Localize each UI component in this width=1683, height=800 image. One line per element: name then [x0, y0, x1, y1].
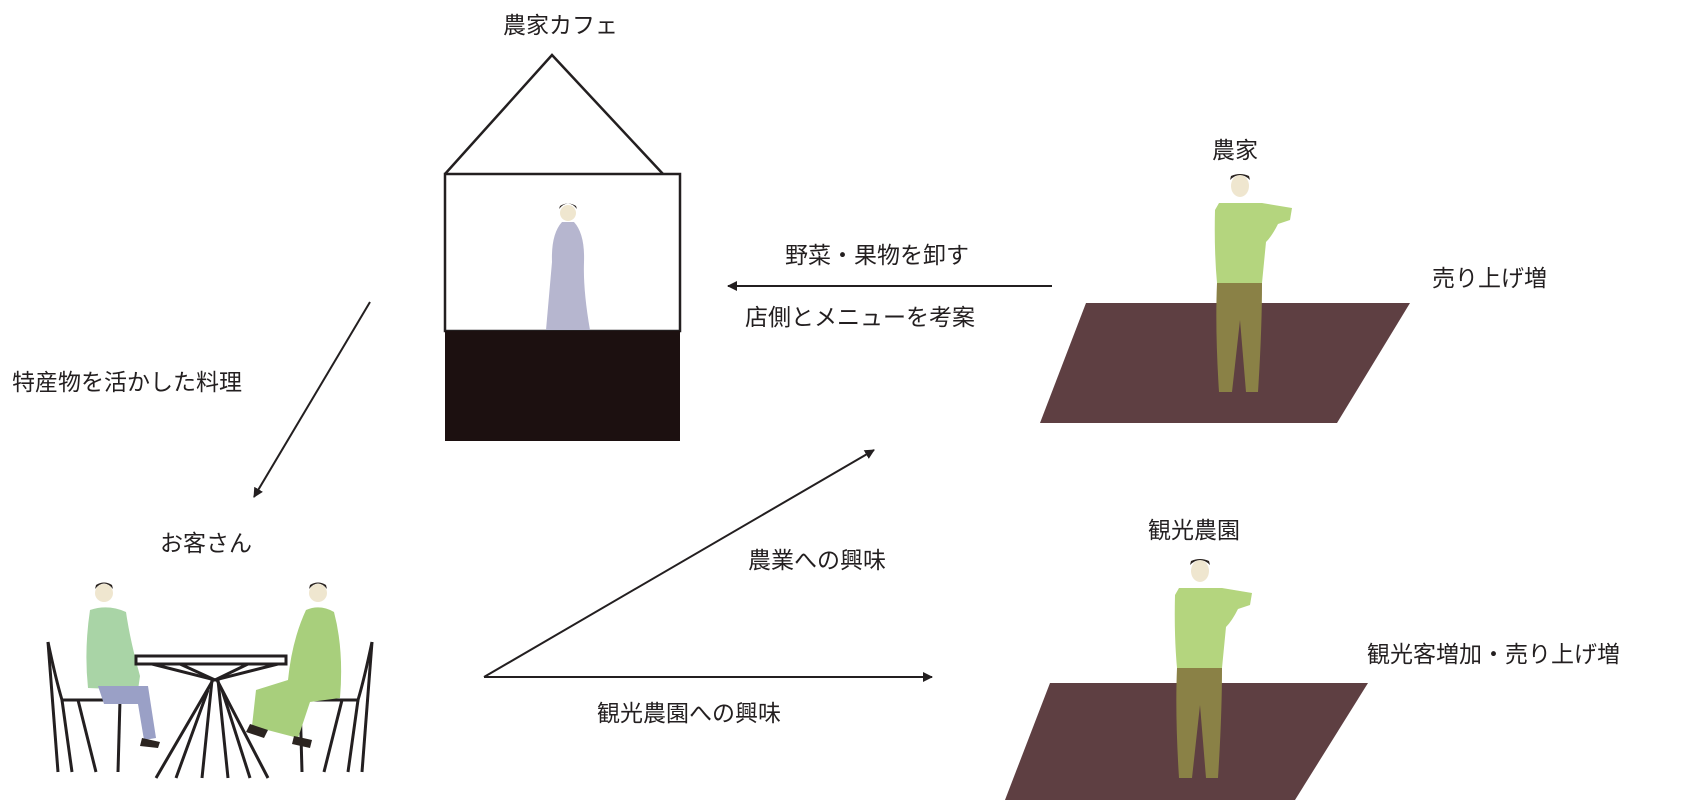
left-chair-icon	[46, 641, 122, 773]
farmer-label: 農家	[1212, 138, 1258, 164]
tourist-farm-sales-label: 観光客増加・売り上げ増	[1367, 642, 1620, 668]
table-icon	[134, 654, 288, 779]
right-customer-person-icon	[246, 582, 342, 748]
left-customer-person-icon	[86, 582, 160, 748]
right-chair-icon	[298, 641, 374, 773]
tourist-farm-person-icon	[1174, 559, 1252, 778]
customers-table-scene	[46, 582, 374, 779]
cafe-house-icon	[443, 53, 682, 441]
farm-interest-arrow	[483, 449, 875, 678]
dishes-label: 特産物を活かした料理	[12, 370, 242, 396]
cafe-staff-person-icon	[546, 203, 590, 330]
customers-label: お客さん	[160, 531, 252, 557]
tourist-farm-interest-label: 観光農園への興味	[597, 701, 781, 727]
farm-interest-label: 農業への興味	[748, 548, 886, 574]
farmer-person-icon	[1214, 174, 1292, 392]
farmer-sales-label: 売り上げ増	[1432, 266, 1547, 292]
tourist-farm-label: 観光農園	[1148, 518, 1240, 544]
wholesale-label: 野菜・果物を卸す	[785, 243, 969, 269]
dishes-arrow	[253, 301, 371, 498]
cafe-label: 農家カフェ	[503, 13, 618, 39]
menu-label: 店側とメニューを考案	[745, 305, 975, 331]
